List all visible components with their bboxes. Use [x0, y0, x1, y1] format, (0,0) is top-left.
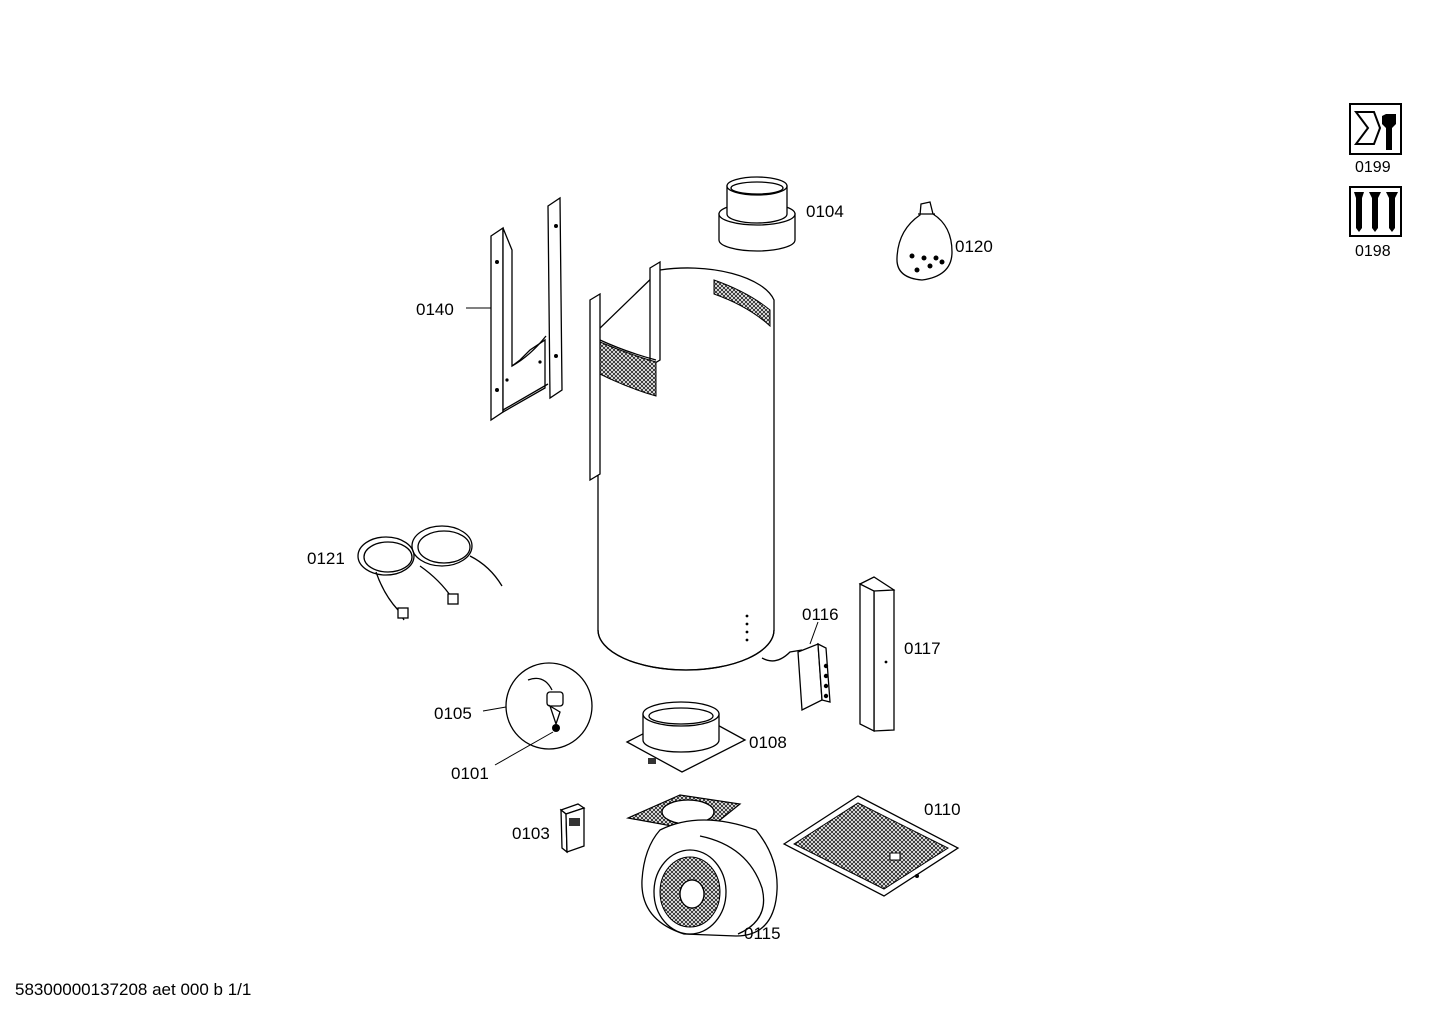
leader-0105 [482, 706, 507, 712]
screws-icon [1349, 186, 1402, 237]
part-0115-blower-motor [625, 794, 778, 937]
callout-0104: 0104 [806, 202, 844, 221]
tools-icon [1349, 103, 1402, 155]
document-id-footer: 58300000137208 aet 000 b 1/1 [15, 980, 252, 999]
callout-0121: 0121 [307, 549, 345, 568]
part-0140-wall-bracket [490, 196, 563, 422]
part-0121-cables [357, 525, 503, 621]
callout-0108: 0108 [749, 733, 787, 752]
part-0105-lamp-detail [505, 662, 593, 750]
leader-0101 [494, 731, 554, 766]
legend-code-0198: 0198 [1355, 243, 1391, 260]
part-0108-mounting-plate [625, 701, 747, 773]
part-0104-duct-collar [718, 176, 796, 252]
part-0117-side-bracket [858, 576, 896, 733]
callout-0103: 0103 [512, 824, 550, 843]
part-0120-screw-bag [896, 201, 953, 281]
callout-0110: 0110 [924, 800, 961, 819]
hood-cylinder-body [589, 260, 775, 671]
callout-0116: 0116 [802, 605, 839, 624]
part-0110-grease-filter [782, 795, 960, 897]
callout-0105: 0105 [434, 704, 472, 723]
callout-0115: 0115 [744, 924, 781, 943]
callout-0101: 0101 [451, 764, 489, 783]
part-0103-switch-cap [559, 803, 586, 854]
leader-0116 [809, 621, 819, 645]
callout-0120: 0120 [955, 237, 993, 256]
legend-code-0199: 0199 [1355, 159, 1391, 176]
part-0116-control-module [761, 642, 831, 712]
callout-0117: 0117 [904, 639, 941, 658]
callout-0140: 0140 [416, 300, 454, 319]
